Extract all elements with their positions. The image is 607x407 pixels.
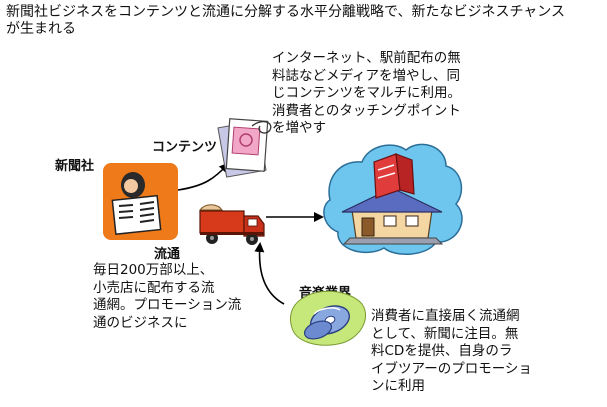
arrow-newspaper-to-content	[177, 162, 230, 191]
arrow-music-to-distribution	[254, 242, 285, 305]
content-label: コンテンツ	[152, 140, 217, 155]
content-documents-icon	[217, 118, 272, 178]
newspaper-company-label: 新聞社	[55, 159, 95, 174]
page-title: 新聞社ビジネスをコンテンツと流通に分解する水平分離戦略で、新たなビジネスチャンス…	[6, 4, 566, 37]
newspaper-reader-icon	[103, 163, 178, 240]
media-strategy-note: インターネット、駅前配布の無 料誌などメディアを増やし、同 じコンテンツをマルチ…	[272, 50, 461, 136]
distribution-label: 流通	[154, 247, 181, 262]
cd-icon	[289, 290, 367, 346]
music-industry-note: 消費者に直接届く流通網 として、新聞に注目。無 料CDを提供、自身のラ イブツア…	[371, 308, 532, 394]
distribution-note: 毎日200万部以上、 小売店に配布する流 通網。プロモーション流 通のビジネスに	[93, 262, 242, 331]
retail-shop-icon	[323, 143, 463, 255]
delivery-truck-icon	[198, 204, 265, 245]
